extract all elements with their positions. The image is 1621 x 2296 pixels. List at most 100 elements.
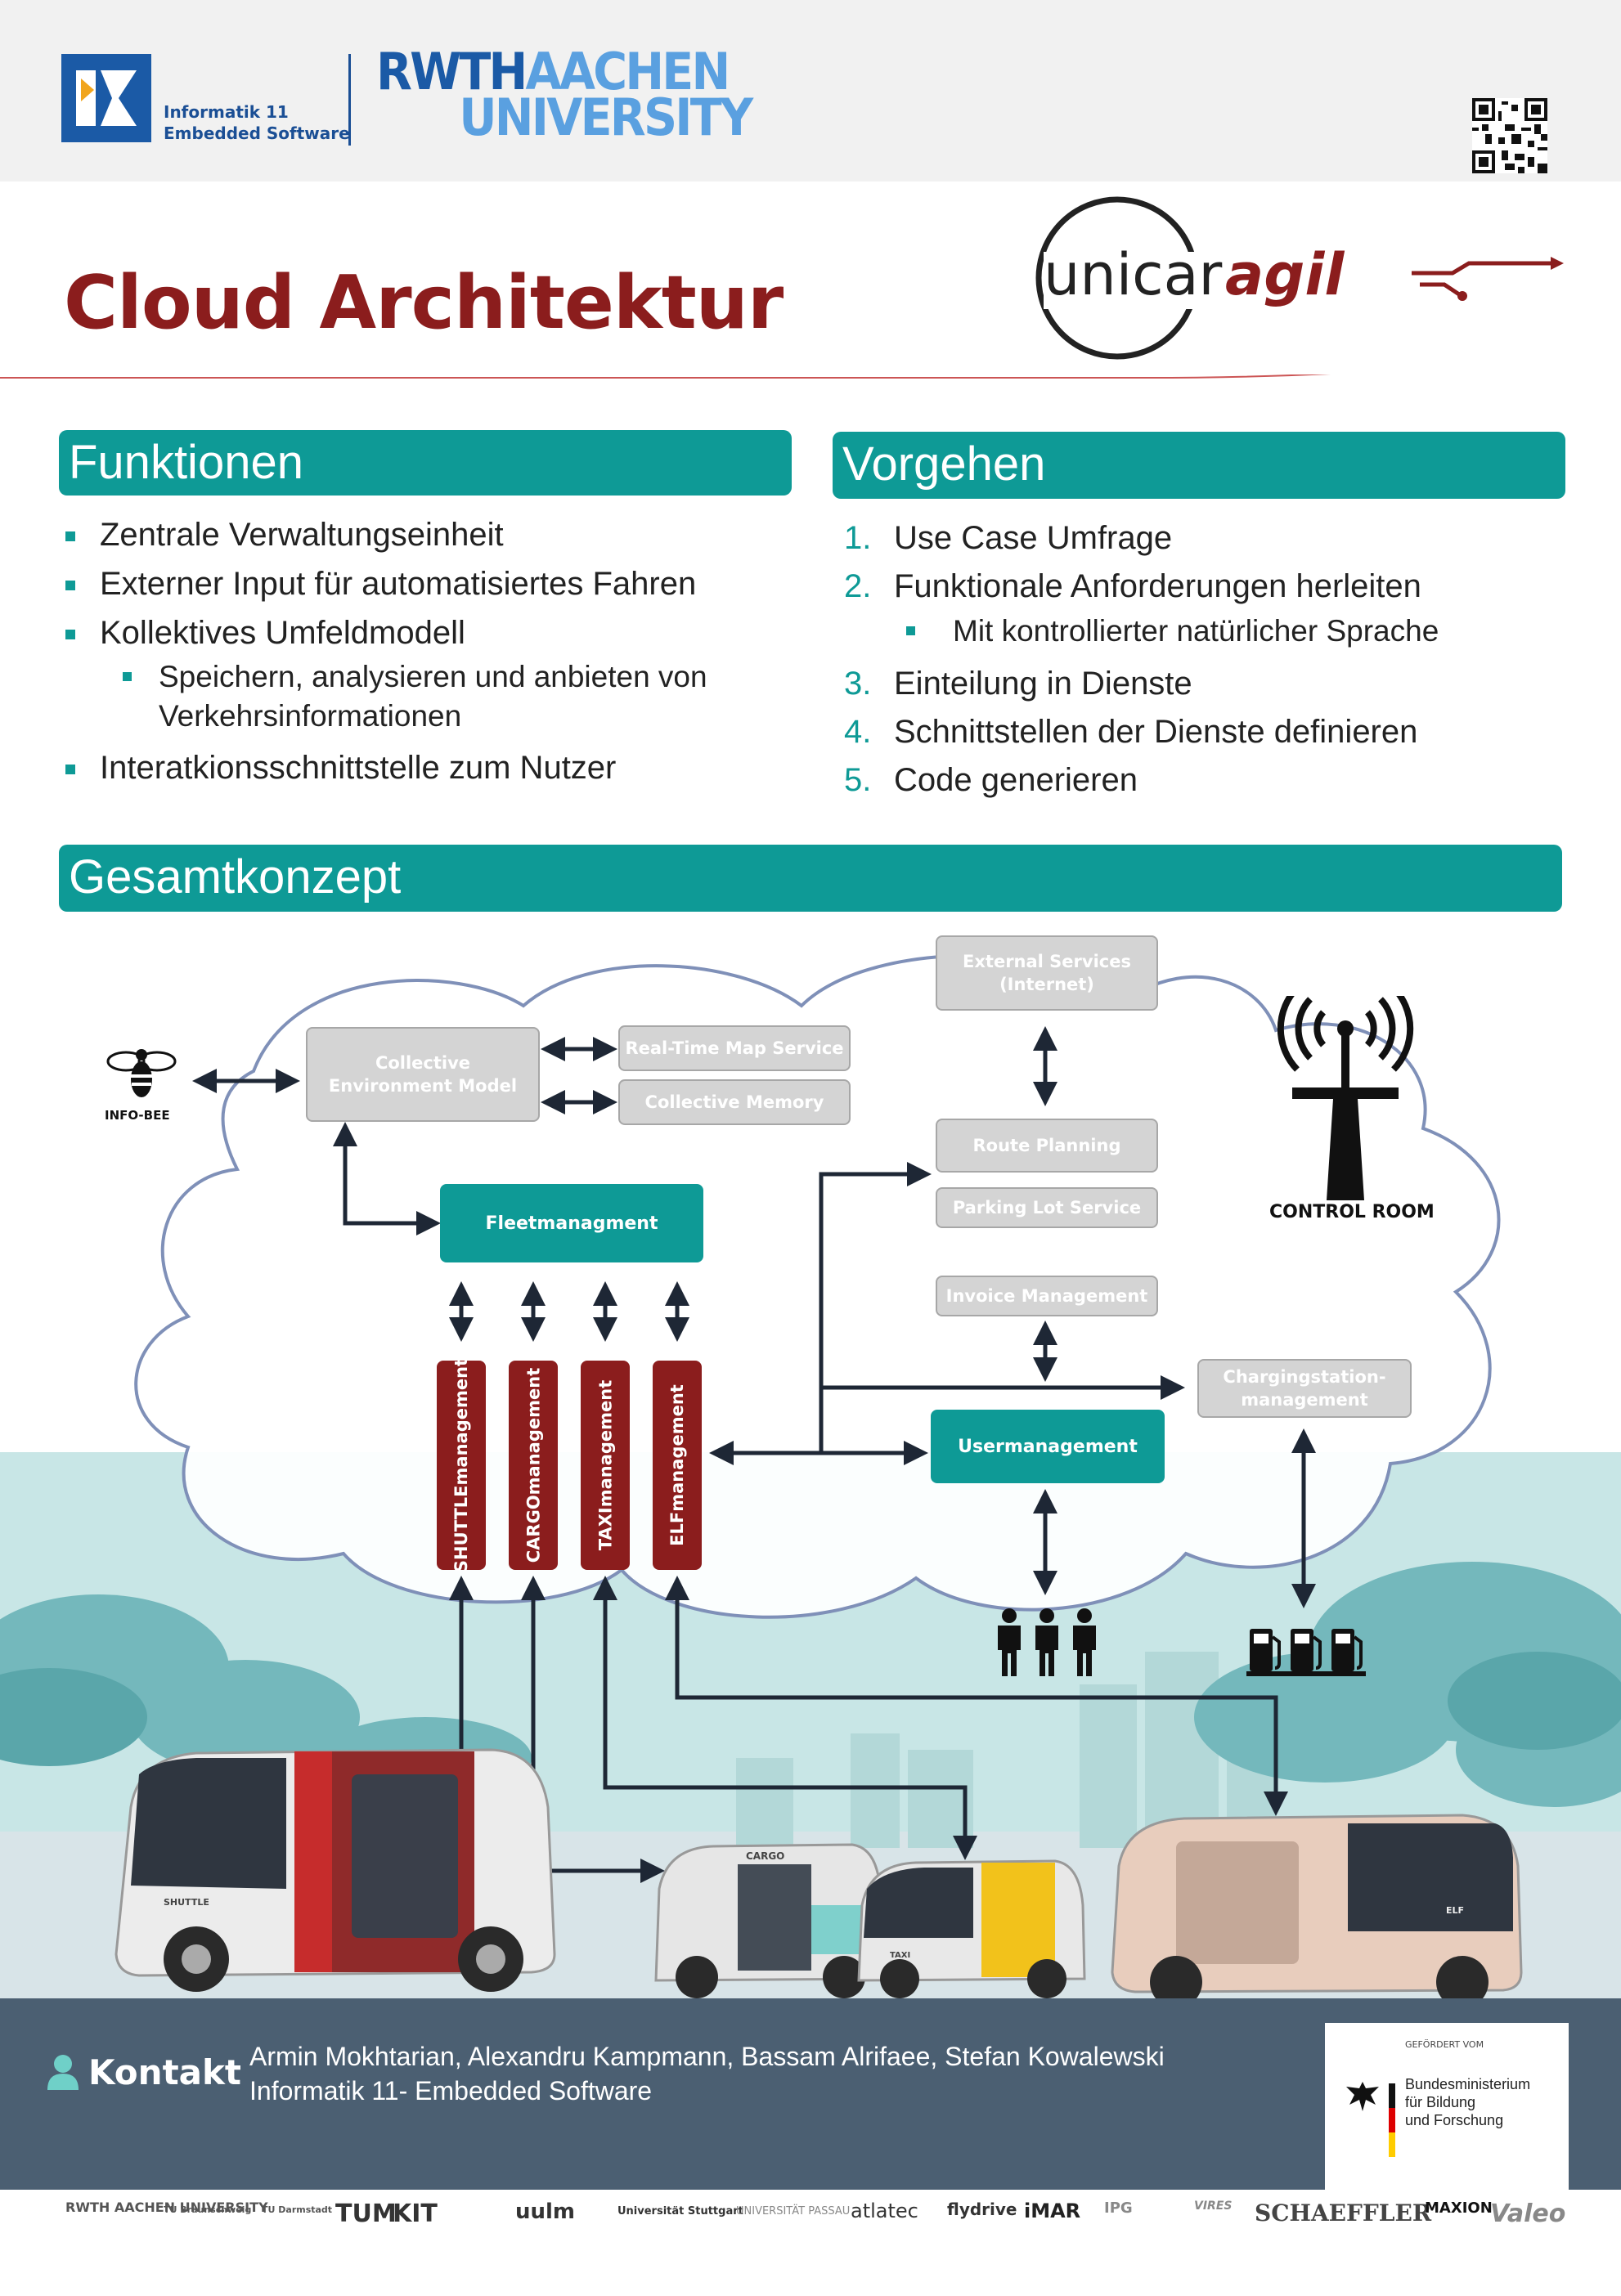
ext-line-2: (Internet) bbox=[999, 975, 1094, 994]
vorgehen-number-1: 1. bbox=[844, 520, 872, 556]
unicaragil-logo: unicar agil bbox=[1011, 195, 1567, 370]
partner-logo-ipg: IPG bbox=[1104, 2200, 1133, 2217]
shuttle-management-label: SHUTTLEmanagement bbox=[451, 1357, 472, 1573]
elf-vehicle-label: ELF bbox=[1446, 1905, 1464, 1916]
cargo-vehicle-label: CARGO bbox=[746, 1850, 784, 1862]
vorgehen-heading: Vorgehen bbox=[833, 432, 1565, 499]
ext-line-1: External Services bbox=[963, 952, 1131, 971]
partner-logo-uni-passau: UNIVERSITÄT PASSAU bbox=[736, 2205, 851, 2218]
ministry-line-2: für Bildung bbox=[1405, 2094, 1476, 2110]
elf-vehicle: ELF bbox=[1111, 1814, 1523, 2005]
charging-station-icon bbox=[1246, 1629, 1366, 1676]
funktionen-sub-line-1: Speichern, analysieren und anbieten von bbox=[159, 660, 707, 693]
external-services-box[interactable]: External Services (Internet) bbox=[936, 935, 1158, 1011]
shuttle-vehicle-label: SHUTTLE bbox=[164, 1897, 209, 1908]
vorgehen-sub: Mit kontrollierter natürlicher Sprache bbox=[953, 614, 1439, 648]
sub-bullet bbox=[123, 672, 132, 681]
elf-management-box[interactable]: ELFmanagement bbox=[653, 1361, 702, 1570]
partner-logo-tu-darmstadt: TU Darmstadt bbox=[262, 2204, 333, 2215]
contact-names: Armin Mokhtarian, Alexandru Kampmann, Ba… bbox=[249, 2042, 1165, 2071]
bullet bbox=[65, 581, 75, 590]
logo-word-agil: agil bbox=[1225, 241, 1345, 308]
aachen-word: AACHEN bbox=[525, 42, 730, 101]
bullet bbox=[65, 531, 75, 541]
partner-logo-atlatec: atlatec bbox=[851, 2200, 918, 2222]
flag-stripe-gold bbox=[1389, 2132, 1395, 2157]
rwth-word: RWTH bbox=[376, 42, 528, 101]
gesamtkonzept-heading: Gesamtkonzept bbox=[59, 845, 1562, 912]
logo-word-unicar: unicar bbox=[1044, 241, 1223, 308]
funded-by-label: GEFÖRDERT VOM bbox=[1405, 2039, 1484, 2050]
flag-stripe-red bbox=[1389, 2108, 1395, 2132]
title-underline bbox=[0, 374, 1331, 379]
ministry-line-3: und Forschung bbox=[1405, 2112, 1504, 2128]
collective-memory-box[interactable]: Collective Memory bbox=[618, 1079, 851, 1125]
qr-code[interactable] bbox=[1472, 98, 1547, 173]
vorgehen-item-1: Use Case Umfrage bbox=[894, 520, 1173, 556]
kontakt-label: Kontakt bbox=[88, 2052, 241, 2092]
partner-logo-flydrive: flydrive bbox=[947, 2200, 1017, 2219]
partner-logo-uulm: uulm bbox=[515, 2200, 576, 2224]
control-room-label: CONTROL ROOM bbox=[1269, 1202, 1435, 1222]
funktionen-item-3: Kollektives Umfeldmodell bbox=[100, 615, 465, 651]
cem-line-1: Collective bbox=[375, 1053, 471, 1073]
partner-logo-valeo: Valeo bbox=[1490, 2200, 1566, 2228]
funktionen-sub-line-2: Verkehrsinformationen bbox=[159, 699, 462, 733]
partner-logo-uni-stuttgart: Universität Stuttgart bbox=[617, 2205, 743, 2218]
partner-logo-vires: VIRES bbox=[1194, 2200, 1233, 2213]
partner-logo-schaeffler: SCHAEFFLER bbox=[1255, 2200, 1432, 2226]
header-band bbox=[0, 0, 1621, 182]
vorgehen-item-4: Schnittstellen der Dienste definieren bbox=[894, 714, 1418, 750]
cargo-management-label: CARGOmanagement bbox=[523, 1367, 543, 1563]
university-word: UNIVERSITY bbox=[459, 87, 753, 147]
vorgehen-item-5: Code generieren bbox=[894, 762, 1138, 798]
charging-line-2: management bbox=[1241, 1390, 1368, 1410]
bmbf-logo: GEFÖRDERT VOM Bundesministerium für Bild… bbox=[1325, 2023, 1569, 2190]
taxi-vehicle-label: TAXI bbox=[890, 1951, 910, 1960]
connector-lines bbox=[192, 1026, 1316, 1883]
funktionen-item-1: Zentrale Verwaltungseinheit bbox=[100, 517, 504, 553]
institute-name: Informatik 11 Embedded Software bbox=[164, 101, 350, 144]
partner-logo-imar: iMAR bbox=[1024, 2200, 1081, 2222]
vorgehen-item-2: Funktionale Anforderungen herleiten bbox=[894, 568, 1421, 604]
contact-institute: Informatik 11- Embedded Software bbox=[249, 2076, 653, 2105]
shuttle-vehicle: SHUTTLE bbox=[115, 1748, 556, 1992]
funktionen-item-4: Interatkionsschnittstelle zum Nutzer bbox=[100, 750, 617, 786]
header-separator bbox=[348, 54, 351, 146]
rwth-logo: RWTHAACHEN UNIVERSITY bbox=[376, 47, 753, 143]
informatik-11-logo bbox=[61, 54, 151, 142]
page-title: Cloud Architektur bbox=[64, 260, 784, 346]
partner-logo-tum: TUM bbox=[335, 2200, 397, 2228]
partner-logo-tu-braunschweig: TU Braunschweig bbox=[164, 2204, 252, 2215]
funktionen-item-2: Externer Input für automatisiertes Fahre… bbox=[100, 566, 697, 602]
vorgehen-number-2: 2. bbox=[844, 568, 872, 604]
bee-icon bbox=[106, 1049, 177, 1097]
flag-stripe-black bbox=[1389, 2083, 1395, 2108]
shuttle-management-box[interactable]: SHUTTLEmanagement bbox=[437, 1357, 486, 1573]
partner-logo-maxion: MAXION bbox=[1425, 2200, 1493, 2217]
cargo-management-box[interactable]: CARGOmanagement bbox=[509, 1361, 558, 1570]
charging-line-1: Chargingstation- bbox=[1223, 1367, 1386, 1387]
route-planning-box[interactable]: Route Planning bbox=[936, 1119, 1158, 1173]
sub-bullet bbox=[906, 626, 915, 635]
bullet bbox=[65, 630, 75, 639]
parking-lot-service-box[interactable]: Parking Lot Service bbox=[936, 1187, 1158, 1228]
partner-logo-kit: KIT bbox=[393, 2200, 438, 2228]
taxi-vehicle: TAXI bbox=[857, 1859, 1086, 1998]
bullet bbox=[65, 765, 75, 774]
invoice-management-box[interactable]: Invoice Management bbox=[936, 1276, 1158, 1316]
info-bee-label: INFO-BEE bbox=[105, 1108, 170, 1123]
taxi-management-label: TAXImanagement bbox=[595, 1379, 616, 1551]
contact-block: Armin Mokhtarian, Alexandru Kampmann, Ba… bbox=[249, 2039, 1165, 2108]
funktionen-heading: Funktionen bbox=[59, 430, 792, 496]
fleetmanagement-box[interactable]: Fleetmanagment bbox=[440, 1184, 703, 1262]
usermanagement-box[interactable]: Usermanagement bbox=[931, 1410, 1165, 1483]
elf-management-label: ELFmanagement bbox=[667, 1384, 688, 1546]
vorgehen-number-5: 5. bbox=[844, 762, 872, 798]
taxi-management-box[interactable]: TAXImanagement bbox=[581, 1361, 630, 1570]
real-time-map-service-box[interactable]: Real-Time Map Service bbox=[618, 1025, 851, 1071]
eagle-icon bbox=[1346, 2082, 1379, 2111]
vorgehen-number-4: 4. bbox=[844, 714, 872, 750]
chargingstation-management-box[interactable]: Chargingstation-management bbox=[1197, 1359, 1412, 1418]
